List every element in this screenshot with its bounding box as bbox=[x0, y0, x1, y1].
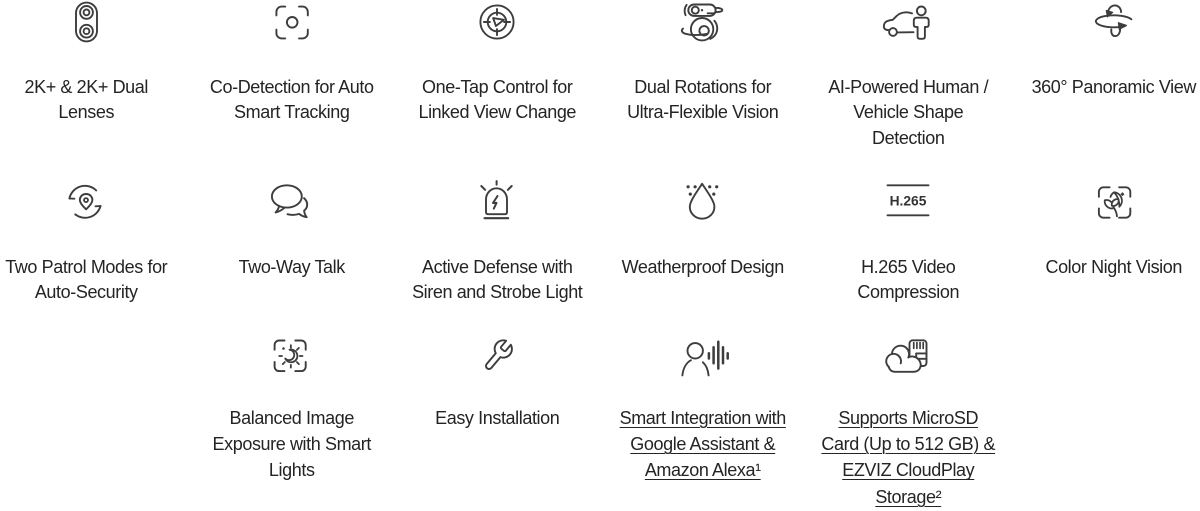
svg-text:H.265: H.265 bbox=[890, 193, 927, 208]
